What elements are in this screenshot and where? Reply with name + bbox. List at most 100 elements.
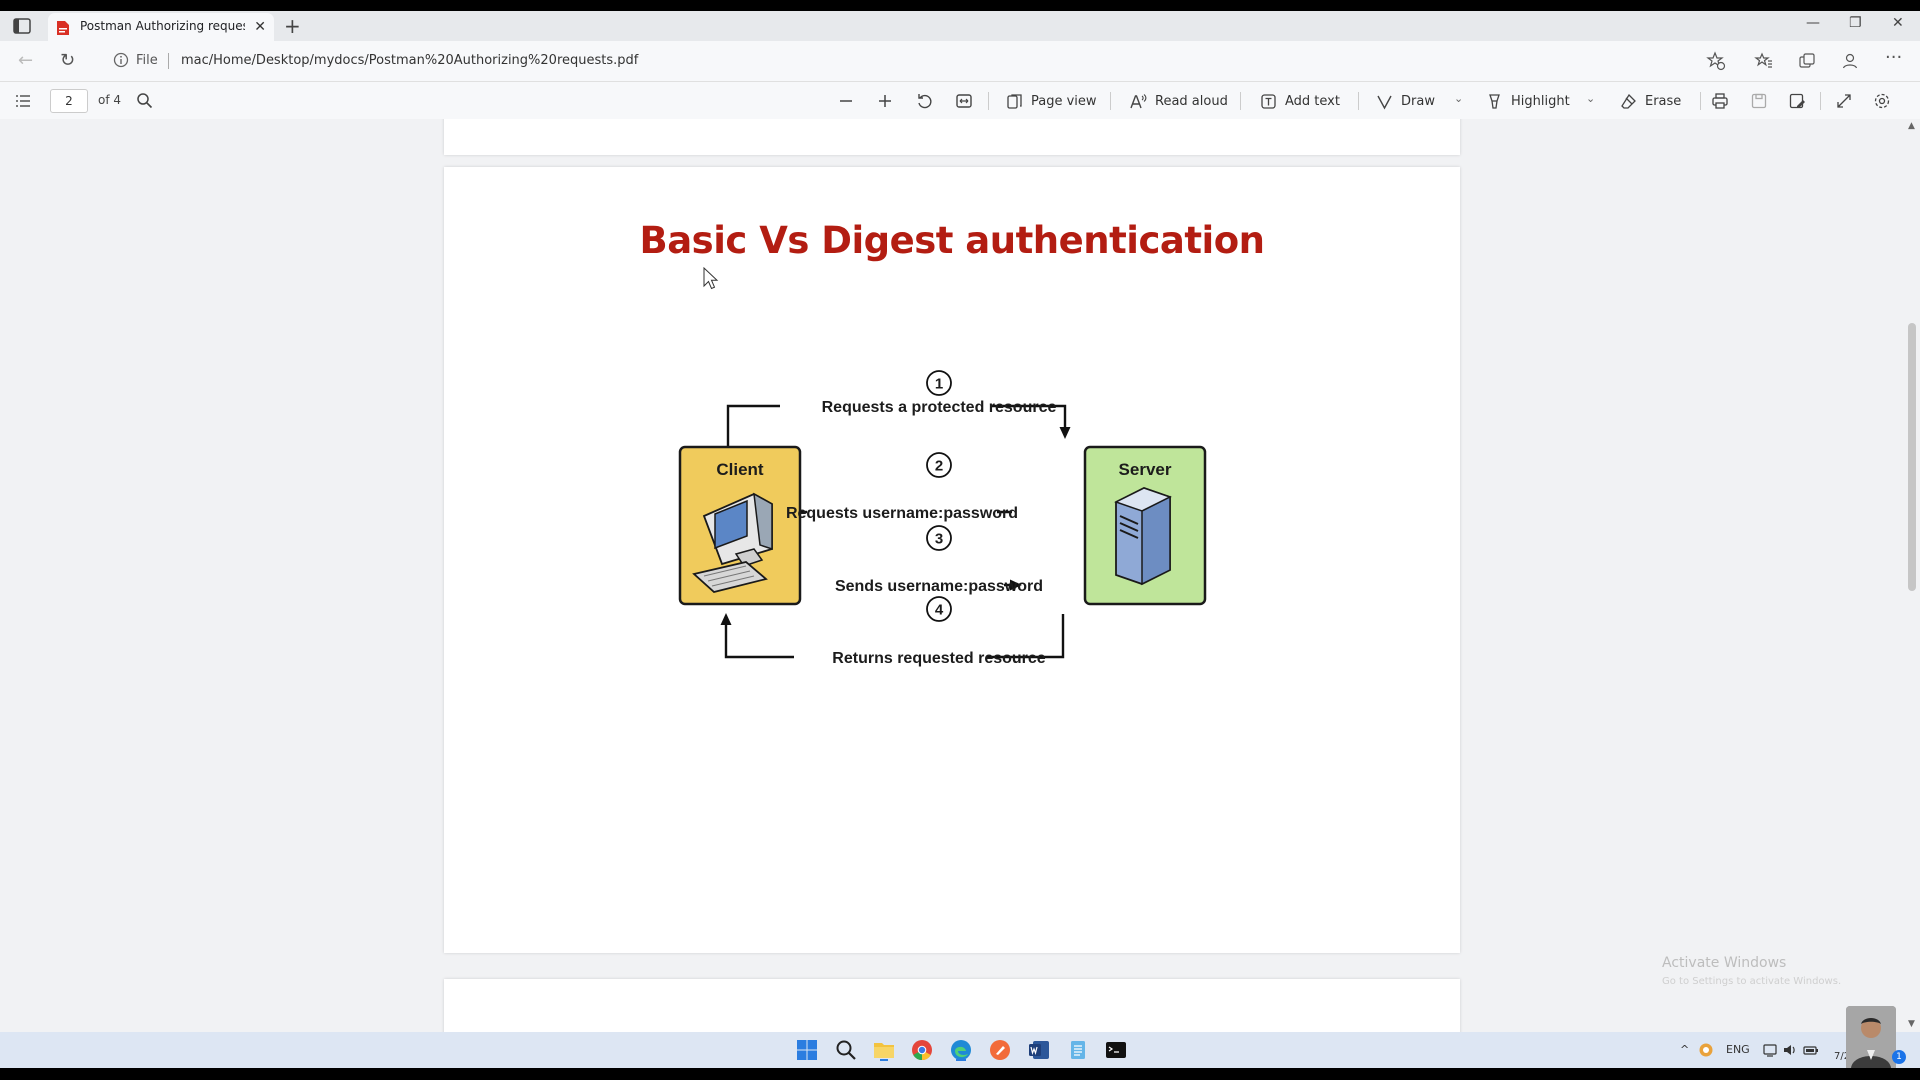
file-explorer-icon[interactable]: [872, 1039, 896, 1061]
save-as-icon[interactable]: [1788, 92, 1806, 110]
activate-windows-subtitle: Go to Settings to activate Windows.: [1662, 976, 1842, 987]
auth-flow-diagram: Client Server: [678, 370, 1207, 667]
address-bar: ← ↻ File mac/Home/Desktop/mydocs/Postman…: [0, 41, 1920, 81]
read-aloud-label: Read aloud: [1155, 93, 1228, 109]
back-icon[interactable]: ←: [18, 50, 34, 71]
rotate-icon[interactable]: [916, 92, 934, 110]
add-text-label: Add text: [1285, 93, 1340, 109]
volume-icon[interactable]: [1782, 1042, 1798, 1058]
terminal-icon[interactable]: [1104, 1039, 1128, 1061]
toolbar-divider: [1110, 92, 1111, 110]
toolbar-divider: [1358, 92, 1359, 110]
restore-icon[interactable]: ❐: [1849, 15, 1862, 31]
address-divider: [168, 53, 169, 69]
minimize-icon[interactable]: —: [1806, 15, 1820, 31]
slide-title: Basic Vs Digest authentication: [639, 219, 1265, 262]
step4-arrow-head: [720, 613, 732, 625]
step3-number: 3: [935, 531, 943, 548]
print-icon[interactable]: [1711, 92, 1729, 110]
more-options-icon[interactable]: ···: [1885, 47, 1903, 68]
taskbar: ^ ENG 7/26/2022 1: [0, 1006, 1920, 1068]
scroll-down-icon[interactable]: ▼: [1908, 1019, 1915, 1029]
save-icon[interactable]: [1750, 92, 1768, 110]
scroll-up-icon[interactable]: ▲: [1908, 121, 1915, 131]
taskbar-search-icon[interactable]: [834, 1039, 858, 1061]
step1-line-right: [992, 404, 1067, 429]
windows-start-icon[interactable]: [795, 1039, 819, 1061]
step4-text: Returns requested resource: [832, 650, 1046, 667]
chrome-icon[interactable]: [910, 1039, 934, 1061]
add-favorite-icon[interactable]: [1706, 51, 1726, 71]
notepad-icon[interactable]: [1066, 1039, 1090, 1061]
step1-circle: [926, 370, 952, 396]
step3-arrow-head: [1010, 579, 1022, 591]
step3-text: Sends username:password: [835, 578, 1043, 595]
step2-circle: [926, 452, 952, 478]
eraser-icon: [1621, 93, 1636, 109]
tab-actions-icon[interactable]: [12, 17, 32, 35]
scrollbar-thumb[interactable]: [1908, 323, 1916, 591]
url-text[interactable]: mac/Home/Desktop/mydocs/Postman%20Author…: [181, 53, 639, 68]
close-tab-icon[interactable]: ✕: [254, 19, 266, 35]
scheme-label: File: [136, 53, 158, 68]
word-icon[interactable]: [1027, 1039, 1051, 1061]
profile-icon[interactable]: [1840, 51, 1860, 71]
highlight-options-chevron-down-icon[interactable]: ⌄: [1586, 92, 1596, 105]
server-tower-icon: [1114, 487, 1172, 586]
step4-circle: [926, 596, 952, 622]
notification-badge-icon[interactable]: 1: [1892, 1050, 1906, 1064]
toolbar-divider: [988, 92, 989, 110]
fullscreen-icon[interactable]: [1835, 92, 1853, 110]
draw-button[interactable]: Draw: [1376, 89, 1435, 113]
page-number-input[interactable]: 2: [50, 89, 88, 113]
zoom-out-icon[interactable]: [838, 93, 854, 109]
add-text-button[interactable]: Add text: [1260, 89, 1340, 113]
edge-icon[interactable]: [949, 1039, 973, 1061]
draw-label: Draw: [1401, 93, 1435, 109]
zoom-in-icon[interactable]: [877, 93, 893, 109]
step3-circle: [926, 525, 952, 551]
pdf-page-1: [444, 119, 1460, 155]
pdf-viewer[interactable]: Basic Vs Digest authentication: [0, 119, 1920, 1032]
tab-title: Postman Authorizing requests.p: [80, 19, 245, 33]
close-window-icon[interactable]: ✕: [1892, 15, 1904, 31]
fit-to-width-icon[interactable]: [955, 92, 973, 110]
table-of-contents-icon[interactable]: [14, 92, 32, 110]
read-aloud-button[interactable]: Read aloud: [1129, 89, 1228, 113]
toolbar-divider: [1820, 92, 1821, 110]
toolbar-divider: [1700, 92, 1701, 110]
postman-icon[interactable]: [988, 1039, 1012, 1061]
mouse-pointer-icon: [703, 267, 719, 290]
step1-text: Requests a protected resource: [822, 399, 1057, 416]
screen: Postman Authorizing requests.p ✕ + — ❐ ✕…: [0, 11, 1920, 1068]
favorites-icon[interactable]: [1754, 51, 1774, 71]
step2-number: 2: [935, 458, 943, 475]
draw-icon: [1377, 95, 1392, 109]
browser-tab-active[interactable]: Postman Authorizing requests.p ✕: [48, 13, 274, 41]
tray-expand-chevron-icon[interactable]: ^: [1680, 1043, 1690, 1056]
search-icon[interactable]: [136, 92, 153, 109]
pdf-file-icon: [57, 21, 69, 35]
draw-options-chevron-down-icon[interactable]: ⌄: [1454, 92, 1464, 105]
add-text-icon: [1261, 93, 1276, 109]
refresh-icon[interactable]: ↻: [60, 50, 76, 71]
network-icon[interactable]: [1762, 1042, 1778, 1058]
new-tab-button[interactable]: +: [284, 14, 301, 38]
page-view-button[interactable]: Page view: [1006, 89, 1097, 113]
battery-icon[interactable]: [1803, 1042, 1819, 1058]
webcam-presenter-avatar: [1846, 1006, 1896, 1068]
info-icon[interactable]: [113, 52, 129, 68]
step4-line: [724, 614, 1065, 659]
pdf-page-3: [444, 979, 1460, 1032]
client-label: Client: [716, 460, 764, 479]
language-indicator[interactable]: ENG: [1726, 1043, 1750, 1056]
client-computer-icon: [692, 492, 773, 593]
tray-app-icon[interactable]: [1698, 1042, 1714, 1058]
toolbar-divider: [1240, 92, 1241, 110]
settings-gear-icon[interactable]: [1873, 92, 1891, 110]
highlight-button[interactable]: Highlight: [1486, 89, 1570, 113]
highlight-icon: [1489, 93, 1500, 109]
collections-icon[interactable]: [1797, 51, 1817, 71]
erase-button[interactable]: Erase: [1620, 89, 1681, 113]
tab-bar: Postman Authorizing requests.p ✕ + — ❐ ✕: [0, 11, 1920, 41]
